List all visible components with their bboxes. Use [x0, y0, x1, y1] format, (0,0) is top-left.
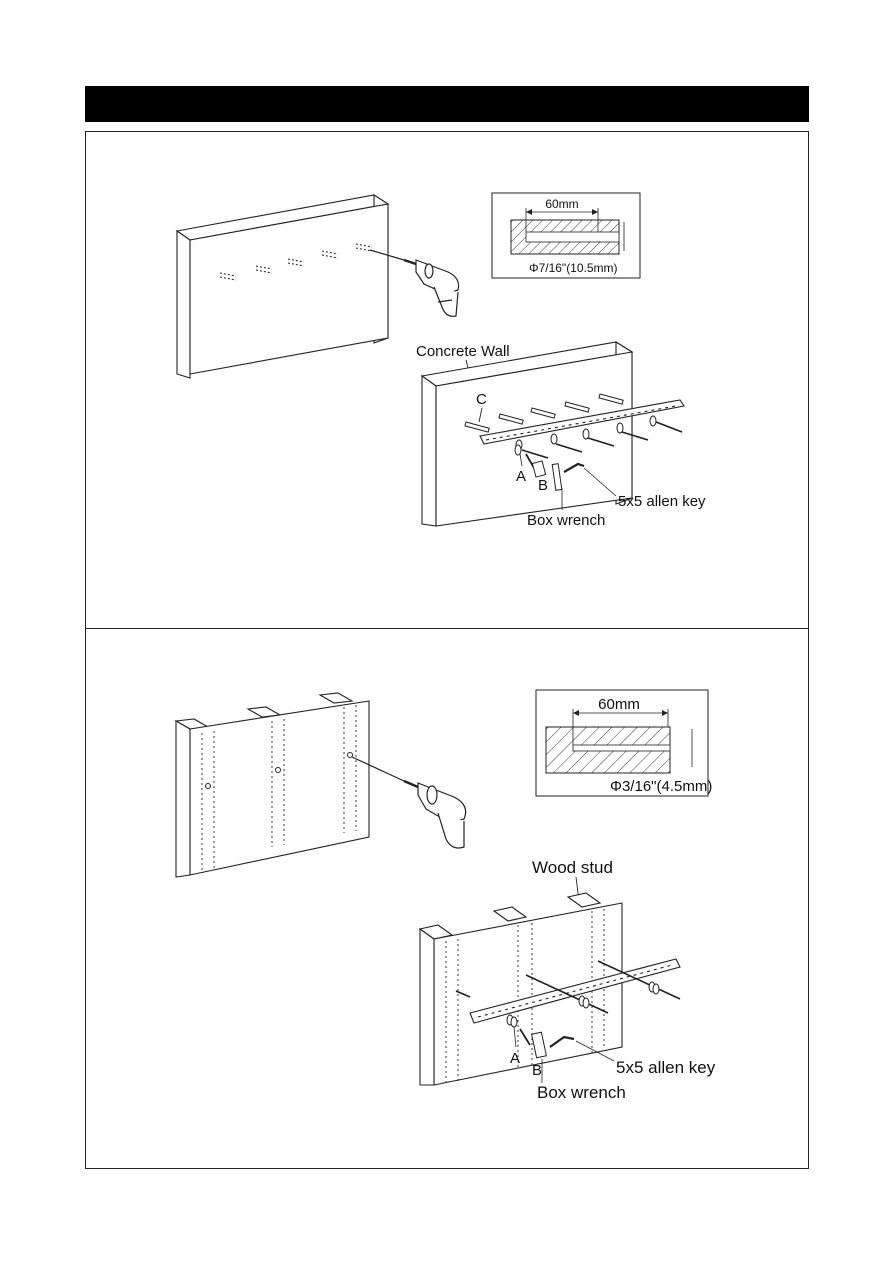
wood-stud-panel: 60mm Φ3/16"(4.5mm) Wood stud A B [85, 628, 809, 1169]
bolt-icon [521, 421, 683, 459]
section-header-bar [85, 86, 809, 122]
exploded-parts [514, 444, 547, 478]
concrete-wall-slab [420, 341, 634, 527]
pilot-holes [205, 752, 353, 789]
concrete-wall-label: Concrete Wall [416, 343, 510, 360]
exploded-parts [519, 1028, 547, 1059]
part-c-label: C [476, 391, 487, 408]
wood-allen-key-label: 5x5 allen key [616, 1058, 716, 1077]
washers [506, 981, 660, 1028]
wall-anchors [464, 393, 624, 433]
concrete-wall-illustration: 60mm Φ7/16"(10.5mm) Concrete Wall C [175, 192, 706, 529]
bolt-icon [455, 960, 681, 1014]
wood-wall-drilling [174, 692, 370, 878]
wood-part-b-label: B [532, 1062, 542, 1079]
drilled-holes [219, 243, 373, 281]
wood-detail-diameter: Φ3/16"(4.5mm) [610, 778, 712, 795]
concrete-wall-panel: 60mm Φ7/16"(10.5mm) Concrete Wall C [85, 131, 809, 629]
stud-lines [201, 705, 357, 871]
drill-icon [369, 249, 460, 317]
wood-box-wrench-label: Box wrench [537, 1083, 626, 1102]
box-wrench-label: Box wrench [527, 512, 605, 529]
wood-stud-label: Wood stud [532, 858, 613, 877]
drill-depth-detail-wood: 60mm Φ3/16"(4.5mm) [535, 689, 712, 797]
drill-icon [351, 756, 467, 849]
mounting-rail-icon [479, 399, 685, 445]
wood-detail-width: 60mm [598, 696, 640, 713]
allen-key-label: 5x5 allen key [618, 493, 706, 510]
allen-key-icon [563, 462, 585, 473]
concrete-slab-drilling [175, 193, 390, 379]
wood-stud-illustration: 60mm Φ3/16"(4.5mm) Wood stud A B [174, 689, 716, 1102]
concrete-detail-diameter: Φ7/16"(10.5mm) [529, 261, 618, 275]
box-wrench-icon [551, 463, 563, 491]
wood-part-a-label: A [510, 1050, 520, 1067]
concrete-detail-width: 60mm [545, 197, 578, 211]
wood-stud-wall [418, 892, 623, 1086]
allen-key-icon [549, 1035, 575, 1048]
part-b-label: B [538, 477, 548, 494]
part-a-label: A [516, 468, 526, 485]
drill-depth-detail-concrete: 60mm Φ7/16"(10.5mm) [491, 192, 641, 279]
